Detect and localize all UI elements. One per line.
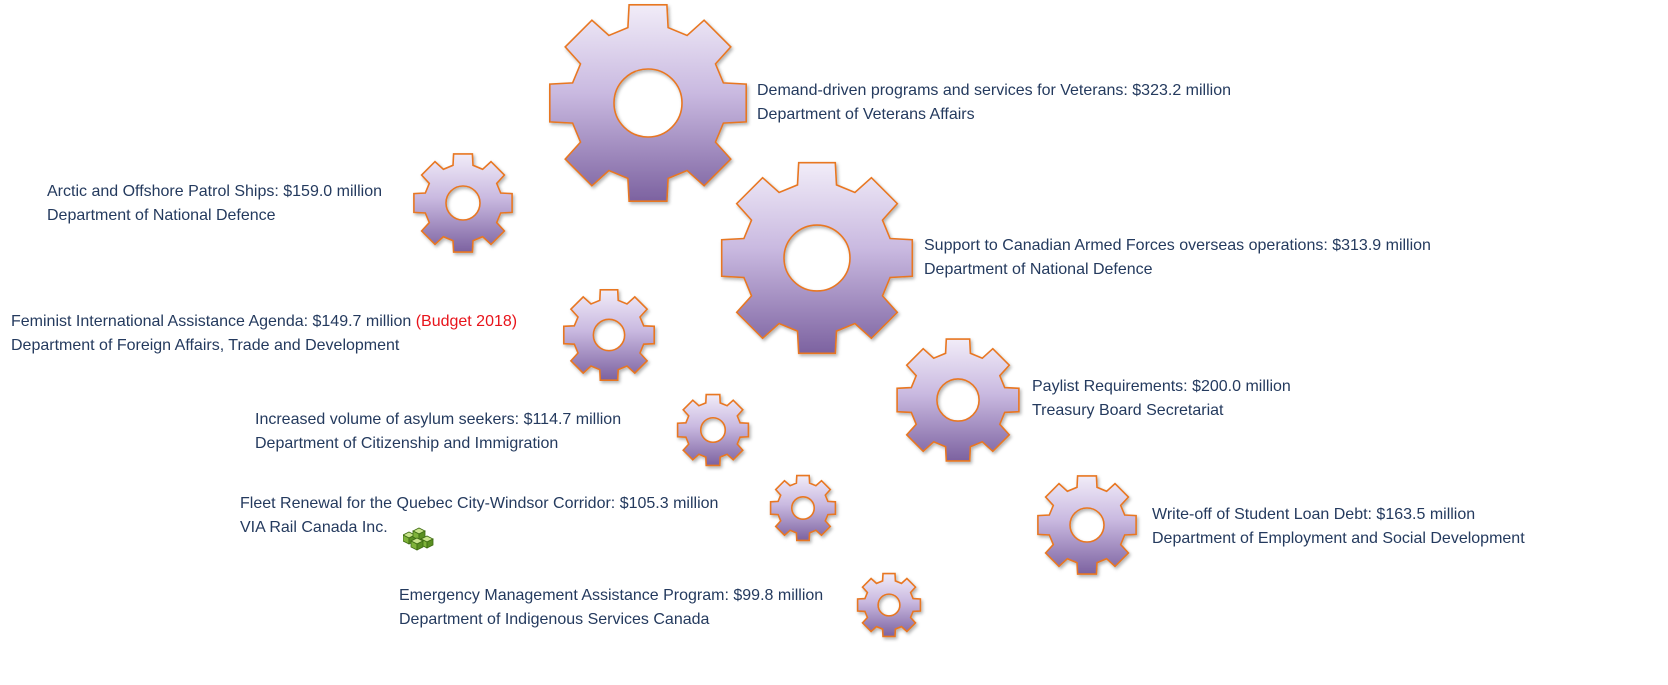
item-department: Department of National Defence	[924, 261, 1153, 278]
item-department: Department of Indigenous Services Canada	[399, 611, 710, 628]
item-veterans: Demand-driven programs and services for …	[757, 79, 1231, 127]
item-feminist-assistance: Feminist International Assistance Agenda…	[11, 310, 517, 358]
item-title: Demand-driven programs and services for …	[757, 82, 1232, 99]
gear-icon	[896, 338, 1020, 462]
gear-icon	[549, 4, 747, 202]
gear-icon	[676, 393, 750, 467]
gear-icon	[413, 153, 513, 253]
item-title: Emergency Management Assistance Program:…	[399, 587, 824, 604]
item-emergency-management: Emergency Management Assistance Program:…	[399, 584, 823, 632]
item-department: Department of Veterans Affairs	[757, 106, 975, 123]
item-department: Treasury Board Secretariat	[1032, 402, 1224, 419]
item-department: Department of Citizenship and Immigratio…	[255, 435, 559, 452]
item-title: Support to Canadian Armed Forces oversea…	[924, 237, 1431, 254]
item-asylum: Increased volume of asylum seekers: $114…	[255, 408, 621, 456]
item-paylist: Paylist Requirements: $200.0 million Tre…	[1032, 375, 1291, 423]
gear-icon	[769, 474, 837, 542]
item-student-loan: Write-off of Student Loan Debt: $163.5 m…	[1152, 503, 1525, 551]
item-title: Increased volume of asylum seekers: $114…	[255, 411, 622, 428]
item-arctic-ships: Arctic and Offshore Patrol Ships: $159.0…	[47, 180, 382, 228]
item-department: Department of Employment and Social Deve…	[1152, 530, 1525, 547]
item-title: Fleet Renewal for the Quebec City-Windso…	[240, 495, 719, 512]
item-title: Paylist Requirements: $200.0 million	[1032, 378, 1291, 395]
budget-note: (Budget 2018)	[415, 313, 518, 330]
item-department: VIA Rail Canada Inc.	[240, 519, 388, 536]
item-department: Department of National Defence	[47, 207, 276, 224]
gear-icon	[563, 289, 655, 381]
item-caf-operations: Support to Canadian Armed Forces oversea…	[924, 234, 1431, 282]
item-title: Feminist International Assistance Agenda…	[11, 313, 412, 330]
item-title: Write-off of Student Loan Debt: $163.5 m…	[1152, 506, 1476, 523]
item-title: Arctic and Offshore Patrol Ships: $159.0…	[47, 183, 382, 200]
gear-icon	[1037, 475, 1137, 575]
gear-icon	[856, 572, 922, 638]
gear-icon	[720, 161, 914, 355]
item-fleet-renewal: Fleet Renewal for the Quebec City-Windso…	[240, 492, 718, 540]
item-department: Department of Foreign Affairs, Trade and…	[11, 337, 400, 354]
cubes-icon	[403, 527, 434, 551]
